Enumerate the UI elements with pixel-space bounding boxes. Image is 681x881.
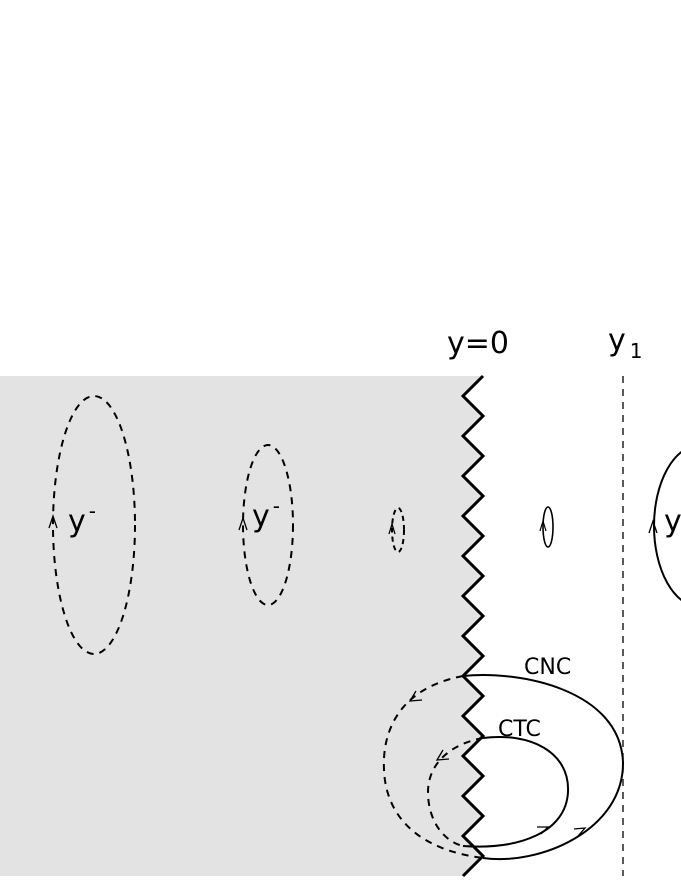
loop-left-label-base: y <box>68 504 86 539</box>
ctc-label: CTC <box>498 717 541 742</box>
loop-mid-dashed <box>242 444 294 606</box>
loop-left-dashed <box>52 395 136 655</box>
boundary-label: y=0 <box>447 326 509 361</box>
ctc-curve-dashed <box>426 737 484 847</box>
loop-mid-arrow <box>238 515 248 531</box>
cnc-label: CNC <box>524 655 571 680</box>
loop-right-arrow <box>648 518 658 534</box>
zigzag-boundary <box>460 374 486 878</box>
ctc-curve-solid <box>462 736 570 848</box>
cnc-arrow-right <box>573 827 587 837</box>
loop-right-label: y <box>664 504 681 539</box>
loop-tiny-solid <box>542 506 554 548</box>
loop-tiny-arrow <box>539 518 547 532</box>
loop-small-arrow <box>388 521 396 535</box>
ctc-arrow-right <box>537 826 550 835</box>
loop-left-arrow <box>48 513 58 529</box>
y1-label-sub: 1 <box>630 339 643 363</box>
loop-mid-label-sup: - <box>273 494 280 518</box>
loop-left-label-sup: - <box>89 499 96 523</box>
ctc-arrow-left <box>435 749 450 761</box>
loop-mid-label-base: y <box>252 499 270 534</box>
loop-small-dashed <box>391 507 405 553</box>
cnc-curve-solid <box>462 674 625 861</box>
loop-mid-label: y- <box>252 494 280 534</box>
cnc-arrow-left <box>408 690 423 702</box>
shaded-region <box>0 376 483 876</box>
cnc-curve-dashed <box>382 675 484 859</box>
loop-left-label: y- <box>68 499 96 539</box>
y1-label-base: y <box>608 323 626 358</box>
